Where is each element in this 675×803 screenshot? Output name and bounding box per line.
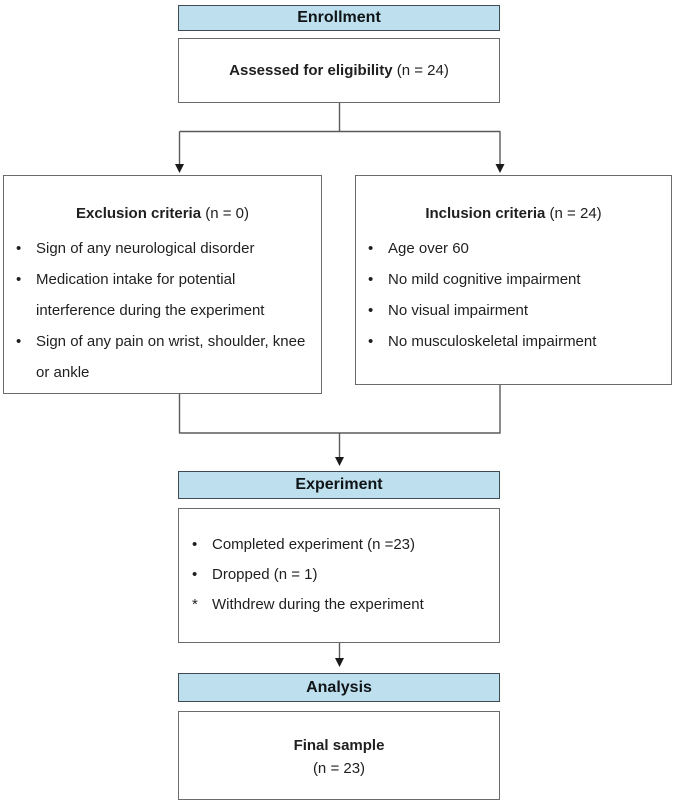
assessed-text-n: (n = 24) <box>392 62 449 79</box>
list-item-text: No musculoskeletal impairment <box>388 333 597 350</box>
assessed-text: Assessed for eligibility (n = 24) <box>229 62 449 79</box>
inclusion-box: Inclusion criteria (n = 24) • Age over 6… <box>355 175 672 385</box>
bullet-marker: • <box>368 271 374 288</box>
bullet-marker: • <box>192 566 198 583</box>
assessed-box: Assessed for eligibility (n = 24) <box>178 38 500 103</box>
list-item-text: Age over 60 <box>388 240 469 257</box>
bullet-marker: • <box>368 240 374 257</box>
stage-header-analysis: Analysis <box>178 673 500 702</box>
list-item-text: Medication intake for potential interfer… <box>36 271 265 319</box>
bullet-marker: • <box>368 333 374 350</box>
stage-header-experiment: Experiment <box>178 471 500 499</box>
list-item: • Completed experiment (n =23) <box>192 530 491 560</box>
final-sample-n: (n = 23) <box>312 760 366 777</box>
asterisk-marker: * <box>192 596 198 613</box>
stage-header-enrollment: Enrollment <box>178 5 500 31</box>
bullet-marker: • <box>368 302 374 319</box>
list-item: • No mild cognitive impairment <box>368 264 663 295</box>
list-item-text: Dropped (n = 1) <box>212 566 318 583</box>
inclusion-list: • Age over 60 • No mild cognitive impair… <box>356 233 671 357</box>
bullet-marker: • <box>16 271 22 288</box>
list-item-text: Sign of any neurological disorder <box>36 240 255 257</box>
list-item: • Medication intake for potential interf… <box>16 264 313 326</box>
arrowhead-experiment <box>335 457 344 466</box>
list-item-text: Sign of any pain on wrist, shoulder, kne… <box>36 333 306 381</box>
stage-label-analysis: Analysis <box>306 678 372 696</box>
list-item-text: No mild cognitive impairment <box>388 271 581 288</box>
list-item: • Sign of any neurological disorder <box>16 233 313 264</box>
inclusion-title-n: (n = 24) <box>545 205 602 222</box>
inclusion-title-bold: Inclusion criteria <box>425 205 546 222</box>
exclusion-title: Exclusion criteria (n = 0) <box>4 204 321 224</box>
exclusion-list: • Sign of any neurological disorder • Me… <box>4 233 321 388</box>
list-item-text: No visual impairment <box>388 302 529 319</box>
exclusion-box: Exclusion criteria (n = 0) • Sign of any… <box>3 175 322 394</box>
list-item: • Dropped (n = 1) <box>192 560 491 590</box>
bullet-marker: • <box>16 240 22 257</box>
experiment-list: • Completed experiment (n =23) • Dropped… <box>179 530 499 620</box>
list-item: • Age over 60 <box>368 233 663 264</box>
list-item: * Withdrew during the experiment <box>192 590 491 620</box>
exclusion-title-n: (n = 0) <box>201 205 249 222</box>
final-sample-title: Final sample <box>293 737 385 754</box>
assessed-text-bold: Assessed for eligibility <box>229 62 393 79</box>
list-item-text: Withdrew during the experiment <box>212 596 424 613</box>
bullet-marker: • <box>192 536 198 553</box>
final-sample-box: Final sample (n = 23) <box>178 711 500 800</box>
arrowhead-exclusion <box>175 164 184 173</box>
list-item: • No visual impairment <box>368 295 663 326</box>
stage-label-enrollment: Enrollment <box>297 9 381 26</box>
experiment-box: • Completed experiment (n =23) • Dropped… <box>178 508 500 643</box>
stage-label-experiment: Experiment <box>295 476 383 493</box>
arrowhead-analysis <box>335 658 344 667</box>
inclusion-title: Inclusion criteria (n = 24) <box>356 204 671 224</box>
exclusion-title-bold: Exclusion criteria <box>76 205 202 222</box>
list-item: • No musculoskeletal impairment <box>368 326 663 357</box>
list-item-text: Completed experiment (n =23) <box>212 536 416 553</box>
bullet-marker: • <box>16 333 22 350</box>
arrowhead-inclusion <box>495 164 505 173</box>
list-item: • Sign of any pain on wrist, shoulder, k… <box>16 326 313 388</box>
